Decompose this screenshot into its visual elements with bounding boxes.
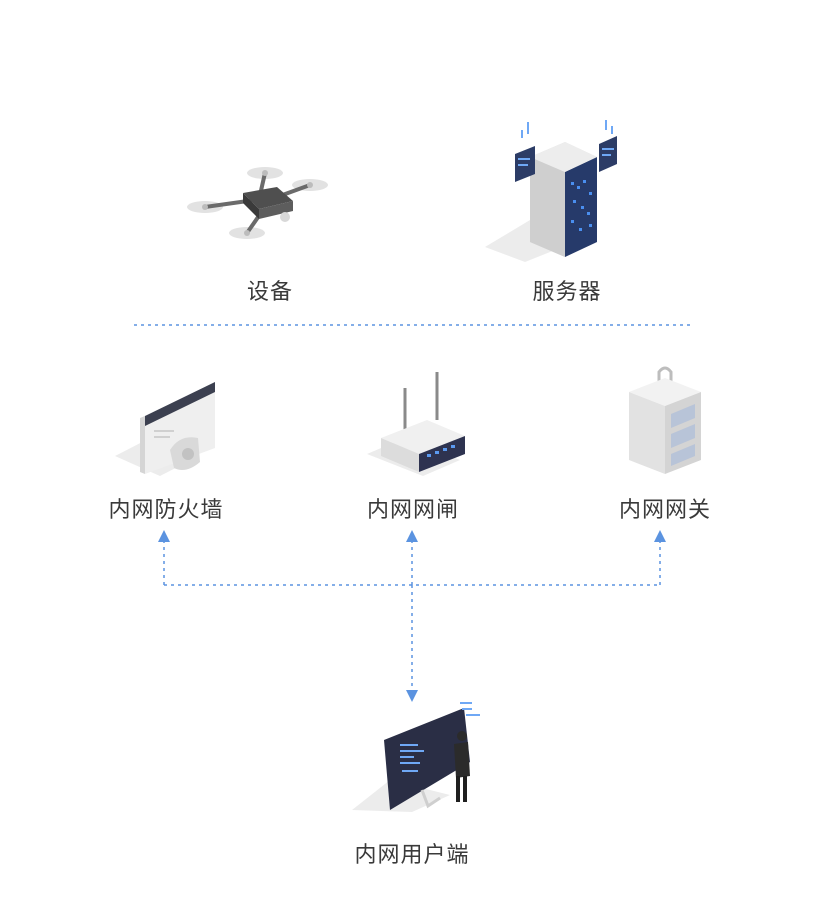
gateway-rack-icon <box>629 366 701 474</box>
firewall-label: 内网防火墙 <box>108 498 224 523</box>
firewall-icon <box>115 382 215 476</box>
server-label: 服务器 <box>532 280 602 305</box>
drone-icon <box>187 167 328 239</box>
user-terminal-icon <box>352 702 480 812</box>
client-label: 内网用户端 <box>354 843 470 868</box>
router-icon <box>367 372 465 476</box>
device-label: 设备 <box>246 280 293 305</box>
gatekeeper-label: 内网网闸 <box>366 498 459 523</box>
server-icon <box>485 120 617 262</box>
gateway-label: 内网网关 <box>618 498 711 523</box>
